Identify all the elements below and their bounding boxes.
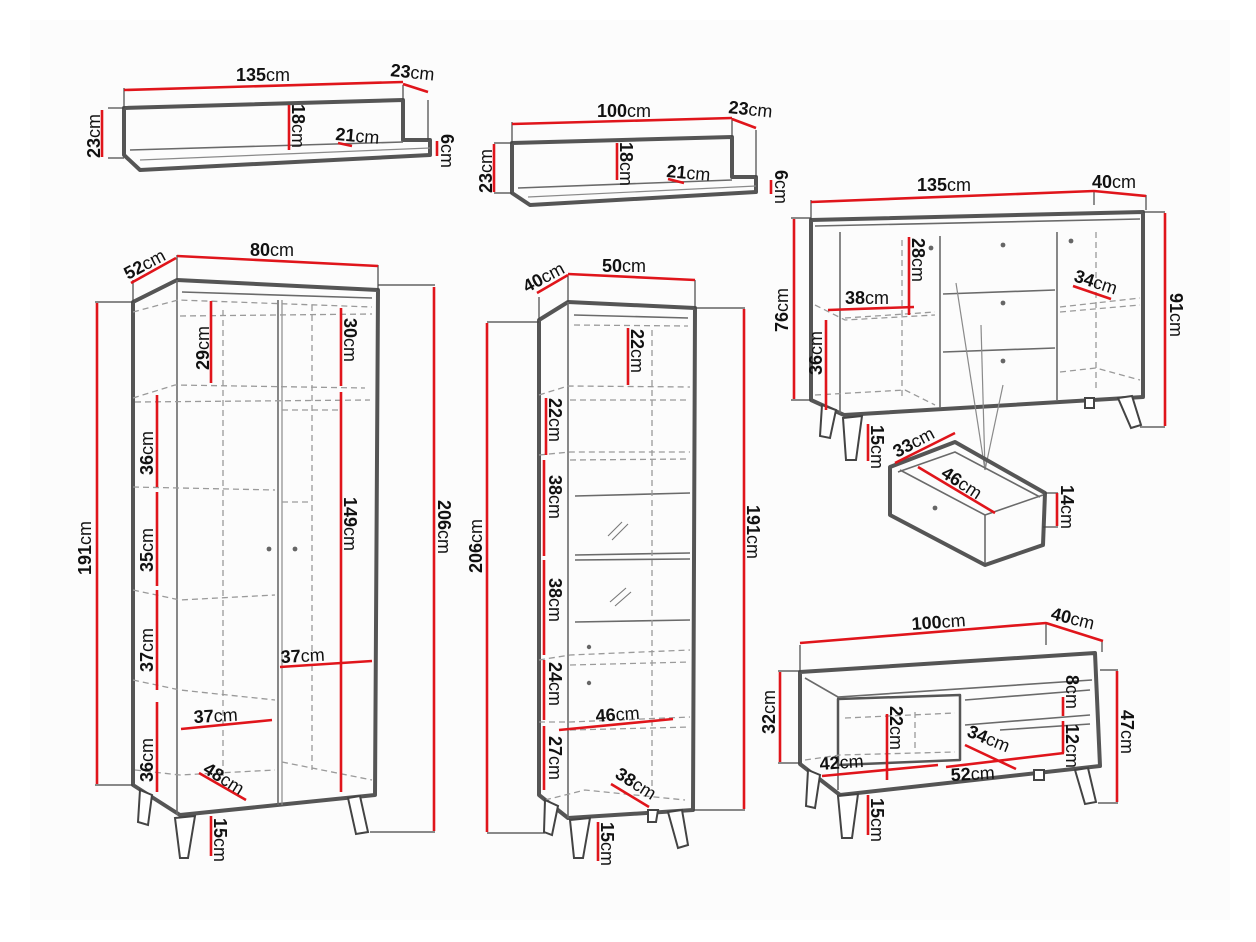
- label-sideboard-upper: 28cm: [908, 238, 928, 282]
- label-display-shelf-4: 24cm: [545, 662, 565, 706]
- label-display-inner-width: 46cm: [595, 703, 640, 726]
- label-shelf-large-depth: 23cm: [390, 60, 436, 84]
- label-tv-right-compartment: 12cm: [1062, 724, 1082, 768]
- label-tv-left-compartment: 22cm: [886, 706, 906, 750]
- wall-shelf-large: [100, 80, 439, 172]
- label-display-shelf-5: 27cm: [545, 736, 565, 780]
- label-sideboard-inner-width: 38cm: [845, 288, 889, 308]
- tv-stand: [778, 621, 1119, 839]
- label-wardrobe-body-height: 191cm: [75, 521, 95, 575]
- label-wardrobe-shelf-3: 37cm: [137, 628, 157, 672]
- label-display-shelf-3: 38cm: [545, 578, 565, 622]
- label-wardrobe-shelf-2: 35cm: [137, 528, 157, 572]
- label-shelf-small-thickness: 6cm: [771, 170, 791, 204]
- label-tv-leg-height: 15cm: [867, 798, 887, 842]
- label-display-shelf-1: 22cm: [545, 398, 565, 442]
- label-display-shelf-2: 38cm: [545, 475, 565, 519]
- label-drawer-height: 14cm: [1057, 485, 1077, 529]
- sideboard-drawer: [888, 431, 1059, 567]
- label-wardrobe-right-compartment: 149cm: [340, 497, 360, 551]
- label-wardrobe-left-inner-width: 37cm: [193, 705, 238, 727]
- sideboard: [791, 189, 1167, 471]
- label-shelf-large-width: 135cm: [236, 65, 290, 85]
- label-wardrobe-shelf-4: 36cm: [137, 738, 157, 782]
- label-wardrobe-shelf-1: 36cm: [137, 431, 157, 475]
- label-wardrobe-top-right: 30cm: [340, 318, 360, 362]
- label-shelf-large-shelf-depth: 21cm: [335, 124, 381, 148]
- dim-line-width: [123, 80, 404, 92]
- label-wardrobe-top-left: 29cm: [193, 326, 213, 370]
- label-shelf-small-inner-height: 18cm: [616, 142, 636, 186]
- label-tv-depth: 40cm: [1049, 603, 1097, 633]
- label-display-top: 22cm: [627, 329, 647, 373]
- label-tv-width: 100cm: [911, 610, 966, 634]
- label-shelf-large-height: 23cm: [84, 114, 104, 158]
- label-tv-total-height: 47cm: [1117, 710, 1137, 754]
- label-sideboard-depth: 40cm: [1092, 172, 1136, 192]
- label-tv-body-height: 32cm: [759, 690, 779, 734]
- background-panel: [30, 20, 1230, 920]
- label-wardrobe-total-height: 206cm: [434, 500, 454, 554]
- label-shelf-small-depth: 23cm: [728, 97, 774, 121]
- label-tv-top-gap: 8cm: [1062, 675, 1082, 709]
- label-display-body-height: 191cm: [743, 505, 763, 559]
- label-shelf-small-height: 23cm: [476, 149, 496, 193]
- label-display-width: 50cm: [602, 256, 646, 276]
- display-cabinet: [485, 272, 746, 861]
- label-sideboard-body-height: 76cm: [772, 288, 792, 332]
- wardrobe-cabinet: [95, 254, 436, 859]
- label-wardrobe-width: 80cm: [250, 240, 294, 260]
- label-shelf-large-thickness: 6cm: [437, 134, 457, 168]
- label-shelf-small-shelf-depth: 21cm: [666, 161, 712, 185]
- label-tv-right-width: 52cm: [950, 763, 995, 785]
- label-sideboard-width: 135cm: [917, 175, 971, 195]
- label-display-leg-height: 15cm: [597, 822, 617, 866]
- label-wardrobe-leg-height: 15cm: [210, 818, 230, 862]
- label-sideboard-total-height: 91cm: [1166, 293, 1186, 337]
- label-sideboard-lower: 36cm: [806, 331, 826, 375]
- label-shelf-small-width: 100cm: [597, 101, 651, 121]
- label-display-total-height: 206cm: [466, 519, 486, 573]
- wall-shelf-small: [492, 116, 773, 207]
- label-sideboard-leg-height: 15cm: [867, 425, 887, 469]
- label-tv-left-width: 42cm: [819, 751, 864, 774]
- label-shelf-large-inner-height: 18cm: [288, 104, 308, 148]
- label-wardrobe-right-inner-width: 37cm: [280, 645, 325, 667]
